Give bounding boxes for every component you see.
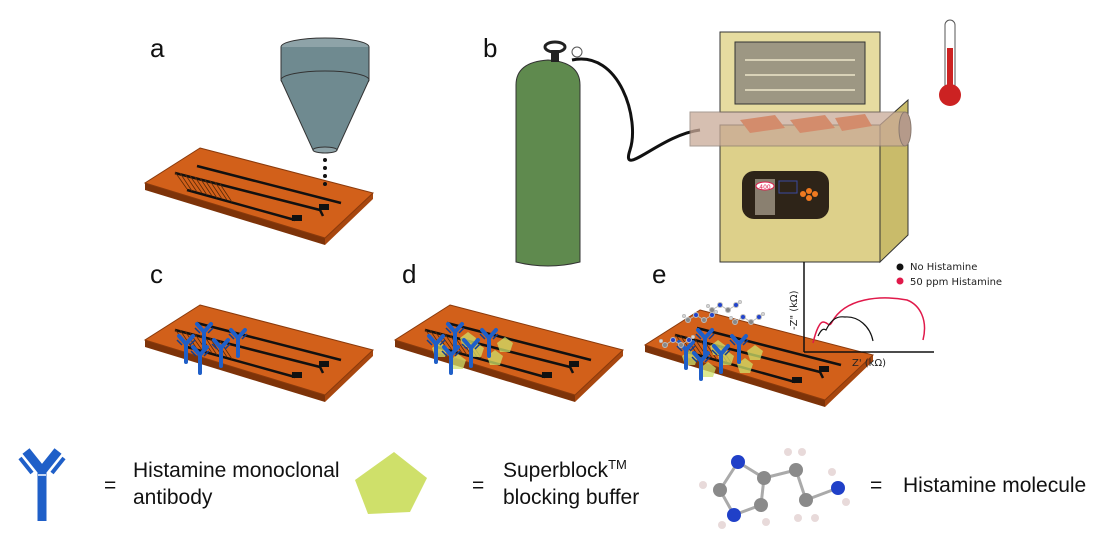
legend-equals-1: = — [104, 474, 116, 497]
legend-blocking-buffer-icon — [355, 452, 427, 514]
panel-label-b: b — [483, 33, 497, 63]
electrode-substrate-a — [143, 146, 375, 247]
ink-droplets — [323, 158, 327, 186]
panel-label-c: c — [150, 259, 163, 289]
legend-equals-3: = — [870, 474, 882, 497]
legend-molecule-label: Histamine molecule — [903, 474, 1086, 497]
printer-nozzle — [280, 37, 370, 154]
gas-tube — [571, 57, 701, 162]
curve-no-histamine — [817, 316, 874, 342]
electrode-substrate-c — [143, 303, 375, 404]
legend-label-50ppm: 50 ppm Histamine — [910, 277, 1002, 288]
gas-cylinder — [515, 40, 583, 267]
electrode-substrate-d — [393, 303, 625, 404]
tube-furnace: 400 — [689, 31, 912, 264]
furnace-display-value: 400 — [759, 184, 771, 191]
panel-label-e: e — [652, 259, 666, 289]
legend-label-no-histamine: No Histamine — [910, 262, 977, 273]
x-axis-label: Z' (kΩ) — [852, 358, 886, 369]
legend-antibody-line1: Histamine monoclonal — [133, 459, 340, 482]
legend-equals-2: = — [472, 474, 484, 497]
legend-antibody-line2: antibody — [133, 486, 213, 509]
curve-50ppm-histamine — [812, 297, 926, 344]
panel-label-a: a — [150, 33, 165, 63]
legend-histamine-molecule-icon — [699, 448, 850, 529]
legend-blocking-line2: blocking buffer — [503, 486, 639, 509]
legend-antibody-icon — [18, 448, 66, 521]
panel-label-d: d — [402, 259, 416, 289]
legend-marker-no-histamine — [896, 263, 904, 271]
legend-blocking-line1: SuperblockTM — [503, 457, 627, 482]
nyquist-inset-plot: -Z" (kΩ) Z' (kΩ) No Histamine 50 ppm His… — [789, 262, 1002, 369]
thermometer-icon — [939, 19, 961, 106]
legend-marker-50ppm — [896, 277, 904, 285]
y-axis-label: -Z" (kΩ) — [789, 290, 800, 330]
